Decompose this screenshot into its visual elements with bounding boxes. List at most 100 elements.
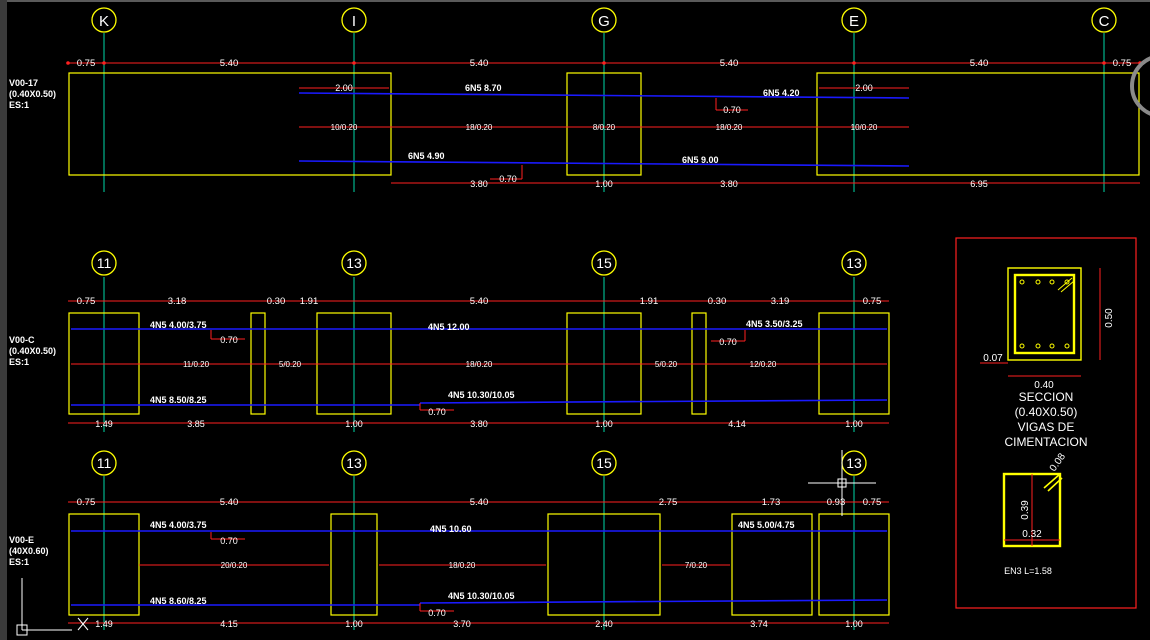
dim-bottom: 1.00 (345, 619, 363, 629)
column-outlines (68, 72, 1140, 176)
rebar-lines (71, 530, 888, 606)
axis-label-13: 13 (846, 455, 862, 471)
rebar-lines (298, 92, 910, 167)
beam-label-size: (0.40X0.50) (9, 346, 56, 356)
axis-label-11: 11 (97, 255, 112, 271)
rebar-label: 4N5 10.60 (430, 524, 472, 534)
rebar-label: 4N5 4.00/3.75 (150, 520, 207, 530)
lap-dim: 0.70 (723, 105, 741, 115)
axis-label-15: 15 (596, 255, 612, 271)
stirrup-width-dim: 0.32 (1022, 529, 1042, 540)
dim-bottom: 1.00 (845, 619, 863, 629)
lap-dim: 0.70 (220, 335, 238, 345)
axis-label-11: 11 (97, 455, 112, 471)
axis-bubbles (91, 7, 1117, 33)
rebar-label: 4N5 10.30/10.05 (448, 591, 515, 601)
section-stirrup (1013, 273, 1076, 355)
section-bars (1019, 277, 1075, 349)
stirrup-label: EN3 L=1.58 (1004, 566, 1052, 576)
rebar-label: 4N5 8.60/8.25 (150, 596, 207, 606)
section-frame (955, 237, 1137, 609)
stirrup-spacing: 8/0.20 (593, 123, 616, 132)
dim-top: 5.40 (220, 497, 239, 508)
section-title: SECCION (1019, 390, 1074, 404)
section-dims (980, 268, 1101, 377)
dim-bottom: 4.14 (728, 419, 746, 429)
stirrup-dims (1004, 474, 1060, 546)
left-panel-edge (0, 0, 7, 640)
section-cover-dim: 0.07 (983, 353, 1003, 364)
dim-bottom: 3.80 (470, 419, 488, 429)
navigation-wheel-icon[interactable] (1130, 56, 1150, 116)
lap-dim: 0.70 (428, 608, 446, 618)
beam-label-name: V00-17 (9, 78, 38, 88)
dim-bottom: 1.00 (845, 419, 863, 429)
axis-label-e: E (849, 13, 859, 30)
crosshair-cursor-icon (808, 450, 876, 516)
column-outlines (68, 513, 890, 616)
stirrup-hook-dim: 0.08 (1048, 451, 1068, 474)
dim-top: 1.91 (300, 296, 319, 307)
beam-v00-17: K I G E C 0.75 5.40 5.40 5.40 5.40 0.75 … (9, 7, 1142, 192)
dim-top: 0.75 (77, 497, 96, 508)
rebar-label: 4N5 5.00/4.75 (738, 520, 795, 530)
dim-top: 2.75 (659, 497, 678, 508)
lap-dim: 0.70 (220, 536, 238, 546)
rebar-label: 4N5 8.50/8.25 (150, 395, 207, 405)
axis-label-g: G (598, 13, 610, 30)
stirrup-spacing: 18/0.20 (716, 123, 743, 132)
dim-top: 5.40 (470, 58, 489, 69)
section-title: VIGAS DE (1018, 420, 1075, 434)
dim-bottom: 1.00 (595, 419, 613, 429)
lap-dim: 0.70 (719, 337, 737, 347)
axis-label-13: 13 (346, 255, 362, 271)
dim-top: 5.40 (220, 58, 239, 69)
stirrup-spacing: 11/0.20 (183, 360, 210, 369)
beam-label-size: (0.40X0.50) (9, 89, 56, 99)
beam-label-scale: ES:1 (9, 357, 29, 367)
lap-dim: 0.70 (499, 174, 517, 184)
beam-label-scale: ES:1 (9, 100, 29, 110)
stirrup-spacing: 5/0.20 (279, 360, 302, 369)
dim-bottom: 1.00 (595, 179, 613, 189)
dim-top: 0.75 (77, 58, 96, 69)
stirrup-height-dim: 0.39 (1020, 500, 1031, 520)
dim-top: 0.30 (267, 296, 286, 307)
axis-bubbles (91, 250, 867, 276)
rebar-label: 6N5 4.90 (408, 151, 445, 161)
dim-top: 1.73 (762, 497, 781, 508)
stirrup-spacing: 20/0.20 (221, 561, 248, 570)
rebar-label: 6N5 4.20 (763, 88, 800, 98)
beam-label-name: V00-C (9, 335, 35, 345)
lap-dim: 0.70 (428, 407, 446, 417)
stirrup-spacing: 5/0.20 (655, 360, 678, 369)
ucs-icon (16, 578, 89, 636)
rebar-label: 6N5 8.70 (465, 83, 502, 93)
section-outline (1007, 267, 1082, 361)
beam-v00-e: 11 13 15 13 0.75 5.40 5.40 2.75 1.73 0.9… (9, 450, 890, 630)
rebar-label: 4N5 12.00 (428, 322, 470, 332)
rebar-label: 4N5 4.00/3.75 (150, 320, 207, 330)
axis-bubbles (91, 450, 867, 476)
window-top-edge (0, 0, 1150, 2)
dim-bottom: 3.70 (453, 619, 471, 629)
stirrup-spacing: 12/0.20 (750, 360, 777, 369)
lap-dims (71, 330, 887, 411)
dim-top: 3.19 (771, 296, 790, 307)
dim-top: 1.91 (640, 296, 659, 307)
dim-top: 5.40 (720, 58, 739, 69)
stirrup-hooks (1043, 473, 1063, 492)
axis-label-k: K (99, 13, 109, 30)
section-title: CIMENTACION (1004, 435, 1087, 449)
dim-top: 3.18 (168, 296, 187, 307)
rebar-label: 6N5 9.00 (682, 155, 719, 165)
axis-lines (103, 277, 855, 432)
dim-bottom: 3.85 (187, 419, 205, 429)
section-height-dim: 0.50 (1104, 308, 1115, 328)
stirrup-spacing: 7/0.20 (685, 561, 708, 570)
rebar-label: 4N5 10.30/10.05 (448, 390, 515, 400)
lap-dims (299, 87, 909, 180)
dim-bottom: 3.80 (720, 179, 738, 189)
